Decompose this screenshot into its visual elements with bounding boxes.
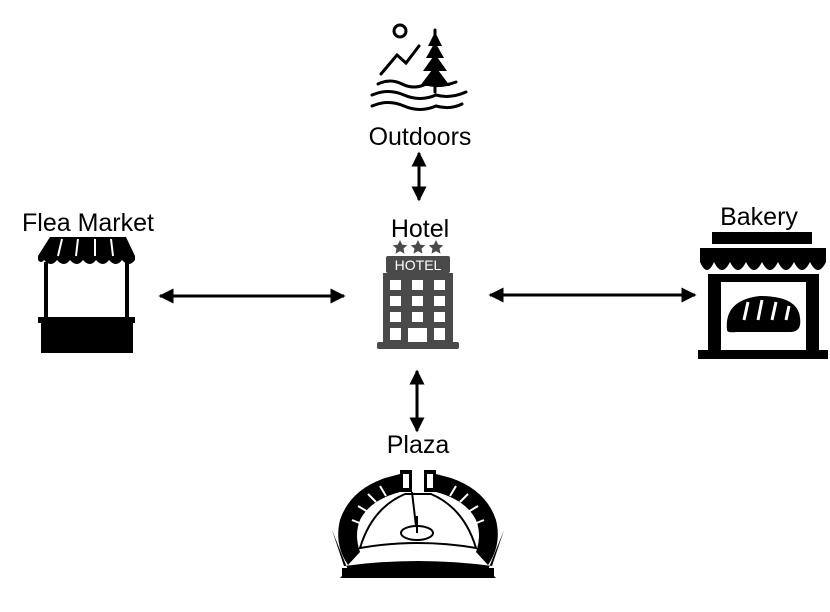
bakery-storefront-icon (698, 232, 828, 359)
star-rating-icon (392, 240, 444, 254)
bakery-node: Bakery (698, 203, 828, 359)
outdoors-node: Outdoors (369, 23, 472, 151)
hotel-sign-text: HOTEL (395, 257, 442, 273)
outdoors-label: Outdoors (369, 123, 472, 151)
hotel-building-icon: HOTEL (377, 240, 459, 349)
bakery-label: Bakery (720, 203, 798, 231)
plaza-label: Plaza (387, 431, 450, 459)
flea-market-node: Flea Market (22, 209, 154, 353)
plaza-fountain-icon (332, 470, 504, 578)
mountain-forest-lake-icon (370, 23, 468, 111)
hotel-label: Hotel (391, 215, 449, 243)
flea-market-label: Flea Market (22, 209, 154, 237)
market-stall-icon (38, 237, 135, 353)
plaza-node: Plaza (332, 431, 504, 578)
hotel-node: Hotel HOTEL (377, 215, 459, 349)
